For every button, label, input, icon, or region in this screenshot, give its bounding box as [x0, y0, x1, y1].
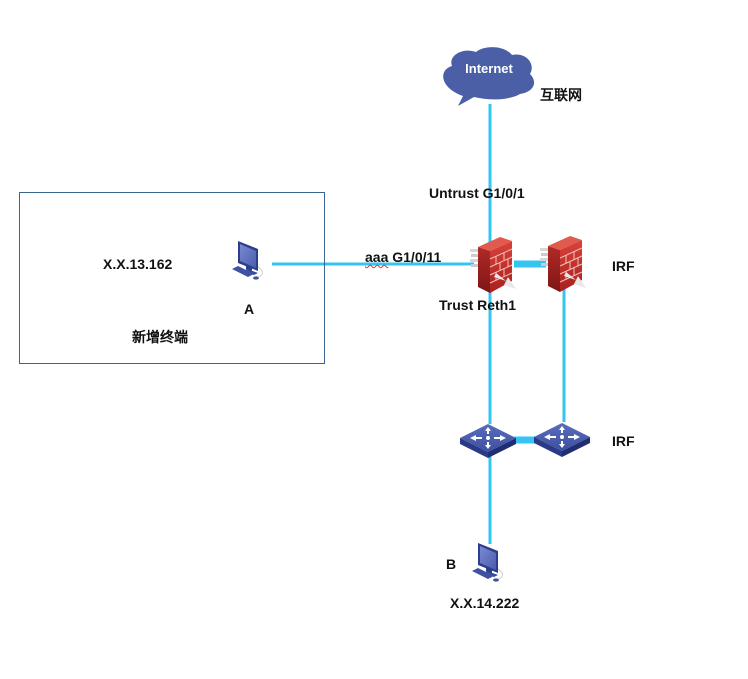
new-terminal-group-box — [19, 192, 325, 364]
host-b-pc-icon[interactable] — [471, 542, 503, 583]
trust-interface-label: Trust Reth1 — [439, 297, 517, 313]
switch-irf-label: IRF — [612, 433, 635, 449]
firewall-1-icon[interactable] — [469, 236, 517, 294]
switch-2-icon[interactable] — [534, 423, 590, 457]
switch-1-icon[interactable] — [460, 424, 516, 458]
interface-name-prefix: aaa — [365, 249, 389, 265]
host-b-ip-label: X.X.14.222 — [450, 595, 520, 611]
firewall-irf-label: IRF — [612, 258, 635, 274]
internet-caption: 互联网 — [540, 88, 582, 104]
interface-port: G1/0/11 — [392, 249, 442, 265]
new-terminal-group-title: 新增终端 — [132, 330, 188, 346]
firewall-2-icon[interactable] — [539, 235, 587, 293]
host-a-name-label: A — [244, 301, 255, 317]
host-b-name-label: B — [446, 556, 457, 572]
internet-cloud-icon — [443, 47, 535, 106]
host-a-interface-label: aaa G1/0/11 — [365, 249, 441, 265]
untrust-interface-label: Untrust G1/0/1 — [429, 185, 525, 201]
internet-label: Internet — [465, 61, 513, 76]
links — [272, 104, 566, 544]
host-a-ip-label: X.X.13.162 — [103, 256, 173, 272]
